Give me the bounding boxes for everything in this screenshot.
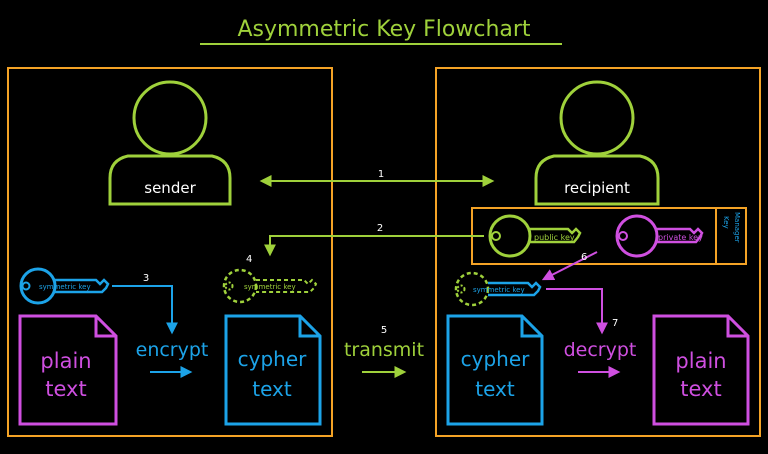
recipient-cypher-text-line2: text xyxy=(475,377,515,401)
step-3-label: 3 xyxy=(143,273,149,284)
recipient-label: recipient xyxy=(564,179,630,197)
sender-person-icon xyxy=(108,80,232,206)
decrypt-label: decrypt xyxy=(564,339,637,361)
recipient-plain-text-line1: plain xyxy=(675,349,726,373)
recipient-cypher-text-document-icon xyxy=(446,314,544,426)
diagram-title: Asymmetric Key Flowchart xyxy=(237,17,530,42)
public-key-arrow xyxy=(264,235,484,257)
key-manager-label-2: Manager xyxy=(733,212,741,243)
symmetric-key-to-decrypt-arrow xyxy=(546,288,608,335)
symmetric-key-to-encrypt-arrow xyxy=(112,285,178,335)
sender-plain-text-line1: plain xyxy=(40,349,91,373)
public-key-icon xyxy=(488,214,582,258)
dashed-symmetric-key-icon xyxy=(222,268,318,304)
key-manager-label-1: Key xyxy=(722,216,730,229)
sender-plain-text-document-icon xyxy=(18,314,118,426)
sender-panel xyxy=(7,67,333,437)
step-2-label: 2 xyxy=(377,223,383,234)
step-4-label: 4 xyxy=(246,254,252,265)
private-key-label: private key xyxy=(658,233,703,242)
encrypt-label: encrypt xyxy=(136,339,209,361)
sender-symmetric-key-icon xyxy=(19,267,110,305)
step-6-label: 6 xyxy=(581,252,587,263)
recipient-person-icon xyxy=(534,80,660,206)
sender-label: sender xyxy=(144,179,196,197)
step-7-label: 7 xyxy=(612,318,618,329)
private-key-arrow xyxy=(541,251,598,281)
step-5-label: 5 xyxy=(381,325,387,336)
recipient-plain-text-document-icon xyxy=(652,314,750,426)
sender-cypher-text-line2: text xyxy=(252,377,292,401)
recipient-symmetric-key-label: symmetric key xyxy=(473,286,525,294)
public-key-label: public key xyxy=(534,233,575,242)
sender-symmetric-key-label: symmetric key xyxy=(39,283,91,291)
private-key-icon xyxy=(615,214,704,258)
sender-plain-text-line2: text xyxy=(45,377,86,401)
sender-cypher-text-line1: cypher xyxy=(238,347,308,371)
step-1-label: 1 xyxy=(378,169,384,180)
recipient-symmetric-key-icon xyxy=(454,271,542,307)
recipient-panel xyxy=(435,67,761,437)
recipient-plain-text-line2: text xyxy=(680,377,721,401)
sender-cypher-text-document-icon xyxy=(224,314,322,426)
dashed-symmetric-key-label: symmetric key xyxy=(244,283,296,291)
transmit-label: transmit xyxy=(344,339,424,361)
recipient-cypher-text-line1: cypher xyxy=(461,347,531,371)
